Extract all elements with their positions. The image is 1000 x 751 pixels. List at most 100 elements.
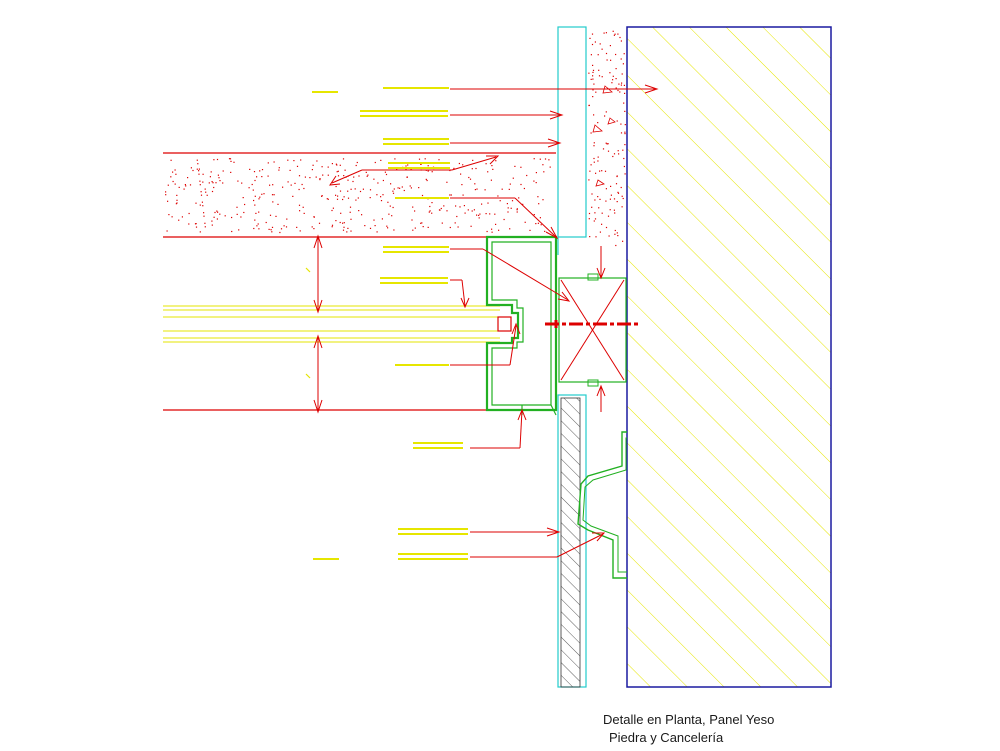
speckle [236, 213, 238, 215]
annotation-leaders [328, 84, 659, 558]
speckle [271, 226, 274, 228]
speckle [487, 202, 489, 204]
speckle [516, 211, 518, 213]
speckle [421, 222, 423, 224]
speckle [621, 82, 623, 84]
speckle [412, 206, 414, 208]
dimension-lines [305, 234, 323, 414]
speckle [607, 143, 609, 145]
speckle [358, 175, 360, 177]
speckle [199, 204, 201, 206]
speckle [537, 196, 539, 198]
speckle [446, 181, 448, 183]
speckle [254, 204, 256, 206]
speckle [343, 175, 345, 177]
speckle [349, 206, 352, 208]
speckle [620, 40, 622, 42]
speckle [253, 227, 255, 230]
speckle [623, 157, 625, 160]
speckle [594, 218, 597, 220]
speckle [373, 219, 375, 221]
speckle [354, 188, 356, 190]
speckle [172, 171, 174, 173]
speckle [184, 184, 186, 186]
speckle [210, 171, 212, 173]
speckle [219, 180, 221, 182]
speckle [533, 214, 535, 216]
speckle [431, 202, 433, 204]
speckle [441, 222, 443, 224]
speckle [624, 110, 626, 112]
speckle [321, 166, 323, 168]
speckle [612, 75, 614, 77]
speckle [331, 209, 333, 212]
speckle [397, 187, 399, 189]
speckle [409, 185, 411, 187]
speckle [352, 180, 354, 183]
speckle [533, 180, 535, 182]
speckle [384, 171, 386, 173]
speckle [199, 184, 201, 186]
speckle [414, 227, 416, 229]
speckle [386, 225, 388, 227]
speckle [615, 87, 617, 89]
speckle [222, 170, 224, 172]
speckle [548, 159, 550, 161]
speckle [598, 207, 600, 209]
speckle [588, 104, 590, 106]
aggregate-speckles [165, 30, 626, 247]
speckle [257, 223, 259, 225]
speckle [198, 168, 200, 170]
speckle [337, 195, 339, 197]
speckle [387, 201, 389, 203]
speckle [200, 191, 202, 193]
speckle [614, 33, 616, 35]
speckle [529, 229, 531, 231]
speckle [615, 53, 617, 56]
speckle [195, 223, 197, 225]
speckle [393, 229, 395, 231]
speckle [335, 185, 337, 188]
speckle [287, 159, 289, 161]
speckle [616, 201, 618, 203]
speckle [242, 197, 244, 199]
speckle [389, 205, 391, 207]
speckle [523, 187, 525, 190]
speckle [215, 182, 217, 184]
speckle [380, 200, 383, 202]
speckle [331, 226, 333, 228]
speckle [593, 142, 595, 144]
speckle [599, 231, 601, 233]
speckle [593, 145, 595, 147]
speckle [208, 182, 210, 184]
speckle [272, 184, 274, 186]
speckle [620, 84, 622, 86]
speckle [343, 226, 345, 228]
speckle [411, 219, 413, 221]
speckle [350, 230, 352, 232]
speckle [309, 177, 311, 179]
speckle [599, 198, 601, 200]
speckle [254, 219, 256, 221]
speckle [595, 91, 597, 93]
speckle [174, 183, 176, 185]
speckle [255, 212, 257, 214]
speckle [394, 158, 396, 160]
speckle [303, 187, 305, 190]
aluminium-frame [485, 235, 558, 416]
speckle [233, 161, 235, 163]
speckle [269, 214, 272, 216]
speckle [615, 68, 617, 70]
speckle [624, 144, 626, 146]
speckle [175, 203, 177, 205]
speckle [592, 78, 594, 80]
speckle [290, 184, 292, 186]
speckle [622, 149, 624, 151]
speckle [357, 197, 359, 199]
speckle [601, 223, 603, 225]
speckle [601, 212, 603, 214]
speckle [620, 58, 622, 60]
label-mark [380, 282, 448, 284]
speckle [509, 228, 511, 230]
